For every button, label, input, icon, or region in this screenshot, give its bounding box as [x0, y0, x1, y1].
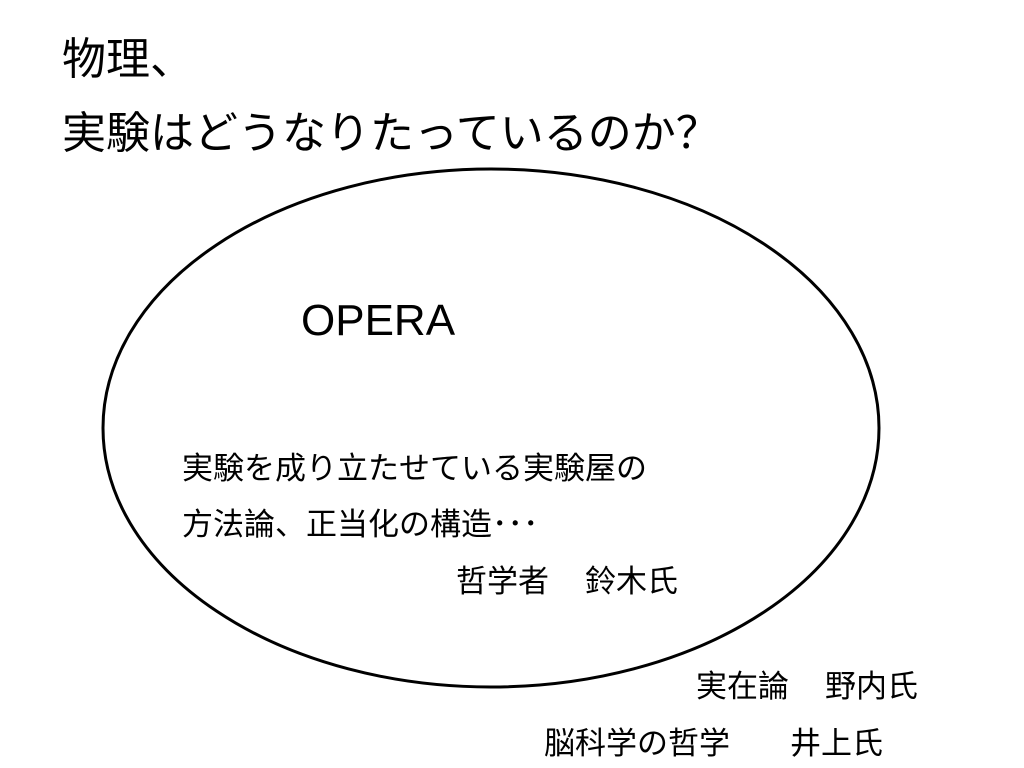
description-line-2: 方法論、正当化の構造･･･: [182, 507, 539, 543]
realism-topic: 実在論: [696, 669, 789, 705]
realism-attribution: 実在論野内氏: [696, 667, 918, 707]
neuro-philosophy-topic: 脳科学の哲学: [544, 726, 730, 762]
opera-heading: OPERA: [301, 296, 456, 345]
slide-title-line-2: 実験はどうなりたっているのか？: [62, 108, 720, 159]
philosopher-role: 哲学者: [456, 564, 549, 600]
topic-ellipse-outline: [101, 167, 881, 689]
philosopher-attribution: 哲学者鈴木氏: [456, 562, 678, 602]
realism-name: 野内氏: [825, 669, 918, 705]
neuro-philosophy-name: 井上氏: [790, 726, 883, 762]
philosopher-name: 鈴木氏: [585, 564, 678, 600]
description-line-1: 実験を成り立たせている実験屋の: [182, 451, 647, 487]
slide-title-line-1: 物理、: [62, 34, 194, 85]
neuro-philosophy-attribution: 脳科学の哲学 井上氏: [544, 724, 883, 764]
